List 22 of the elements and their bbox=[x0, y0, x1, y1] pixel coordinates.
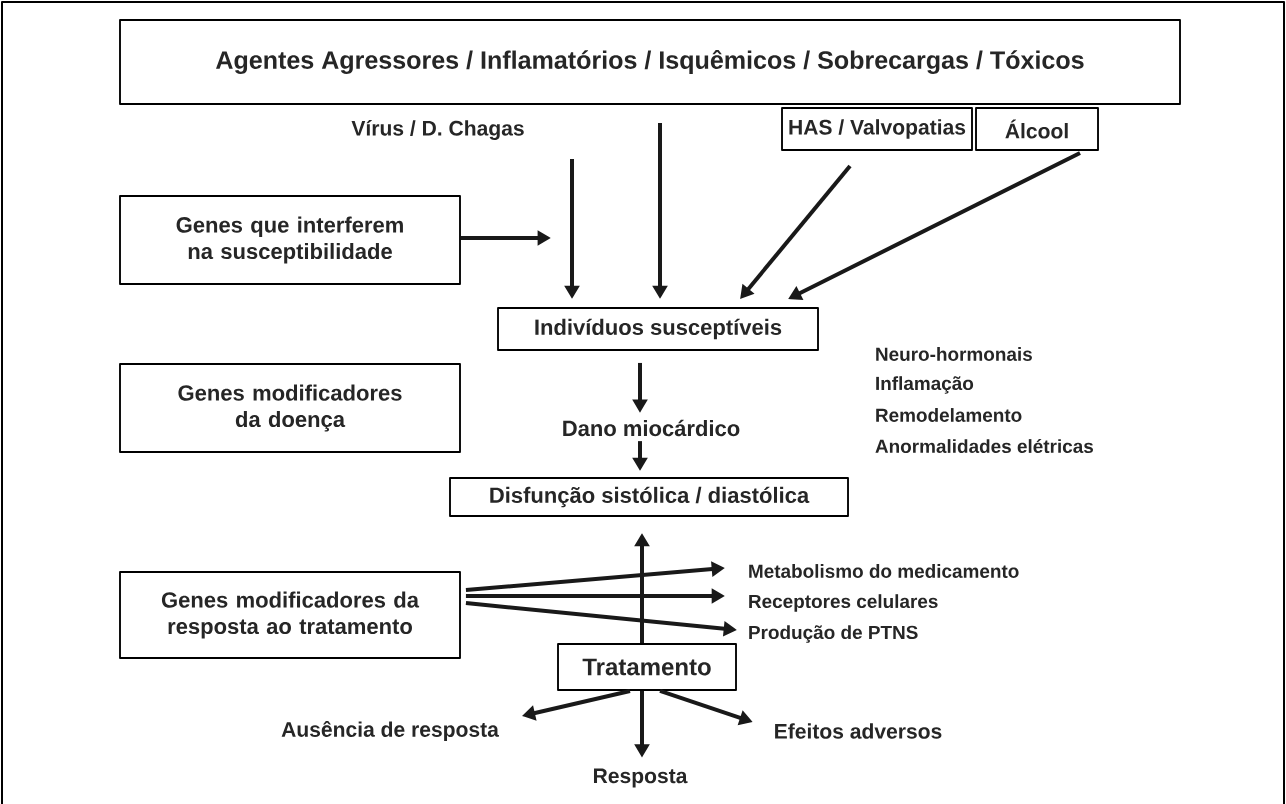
gene-box: Genes que interferem na susceptibilidade bbox=[119, 195, 461, 285]
side-note: Inflamação bbox=[876, 376, 974, 394]
treatment-box: Tratamento bbox=[557, 643, 737, 691]
gene-box: Genes modificadores da resposta ao tratamento bbox=[119, 571, 461, 659]
process-text: Dano miocárdico bbox=[563, 419, 740, 437]
process-box: Indivíduos susceptíveis bbox=[497, 307, 819, 351]
side-note: Neuro-hormonais bbox=[876, 347, 1032, 361]
cause-box: HAS / Valvopatias bbox=[781, 107, 973, 151]
gene-box: Genes modificadores da doença bbox=[119, 363, 461, 453]
arrow bbox=[740, 164, 852, 299]
cause-text: Vírus / D. Chagas bbox=[351, 120, 524, 140]
side-note: Remodelamento bbox=[876, 408, 1022, 422]
heading-box: Agentes Agressores / Inflamatórios / Isquêmicos / Sobrecargas / Tóxicos bbox=[119, 19, 1181, 105]
cause-box: Álcool bbox=[975, 107, 1099, 151]
effect-text: Receptores celulares bbox=[749, 594, 938, 612]
outcome-text: Efeitos adversos bbox=[775, 723, 942, 739]
outcome-text: Resposta bbox=[594, 768, 688, 788]
effect-text: Produção de PTNS bbox=[749, 625, 918, 643]
effect-text: Metabolismo do medicamento bbox=[749, 564, 1019, 578]
process-box: Disfunção sistólica / diastólica bbox=[449, 477, 849, 517]
outcome-text: Ausência de resposta bbox=[281, 720, 499, 742]
side-note: Anormalidades elétricas bbox=[875, 438, 1093, 454]
